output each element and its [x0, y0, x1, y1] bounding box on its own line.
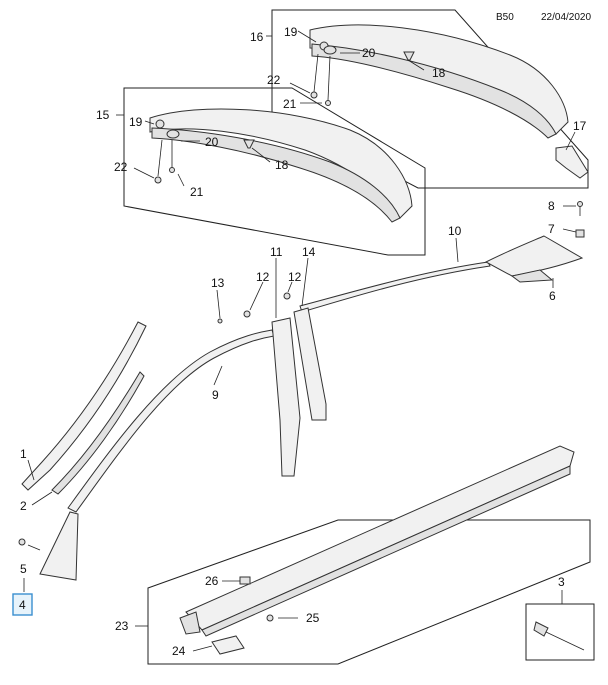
callout-19-upper[interactable]: 19: [284, 25, 298, 39]
diagram-date: 22/04/2020: [541, 12, 591, 23]
clip-12-right[interactable]: [283, 292, 291, 300]
callout-12-right[interactable]: 12: [288, 270, 302, 284]
corner-trim-4[interactable]: [39, 511, 79, 581]
callout-10[interactable]: 10: [448, 224, 462, 238]
spoiler-end-cap-17[interactable]: [555, 145, 589, 179]
callout-1[interactable]: 1: [20, 447, 27, 461]
callout-18-lower[interactable]: 18: [275, 158, 289, 172]
callout-25[interactable]: 25: [306, 611, 320, 625]
spoiler-box-15: [123, 87, 426, 256]
callout-24[interactable]: 24: [172, 644, 186, 658]
callout-11[interactable]: 11: [270, 245, 283, 259]
callout-19-lower[interactable]: 19: [129, 115, 143, 129]
roof-molding-10[interactable]: [299, 261, 491, 313]
nut-7[interactable]: [575, 229, 585, 238]
callout-12-left[interactable]: 12: [256, 270, 270, 284]
callout-5[interactable]: 5: [20, 562, 27, 576]
clip-18-lower[interactable]: [243, 139, 255, 149]
nut-22-lower[interactable]: [154, 176, 162, 184]
grommet-20-upper[interactable]: [323, 45, 337, 55]
screw-13[interactable]: [217, 318, 223, 324]
clip-26[interactable]: [239, 576, 251, 585]
callout-8[interactable]: 8: [548, 199, 555, 213]
callout-22-upper[interactable]: 22: [267, 73, 281, 87]
screw-21-lower[interactable]: [169, 167, 175, 173]
screw-5[interactable]: [18, 538, 26, 546]
molding-end-6[interactable]: [484, 235, 584, 283]
pillar-trim-14[interactable]: [293, 307, 327, 421]
callout-2[interactable]: 2: [20, 499, 27, 513]
pillar-trim-11[interactable]: [271, 317, 301, 477]
callout-13[interactable]: 13: [211, 276, 225, 290]
rivet-3[interactable]: [533, 621, 585, 651]
clip-25[interactable]: [266, 614, 274, 622]
a-pillar-trim-2[interactable]: [51, 371, 145, 495]
callout-21-upper[interactable]: 21: [283, 97, 297, 111]
callout-15[interactable]: 15: [96, 108, 110, 122]
callout-26[interactable]: 26: [205, 574, 219, 588]
clip-18-upper[interactable]: [403, 51, 415, 61]
clip-12-left[interactable]: [243, 310, 251, 318]
a-pillar-trim-1[interactable]: [21, 321, 147, 491]
sill-bracket-24[interactable]: [211, 635, 245, 655]
callout-3[interactable]: 3: [558, 575, 565, 589]
screw-8[interactable]: [577, 201, 583, 207]
callout-21-lower[interactable]: 21: [190, 185, 204, 199]
callout-17[interactable]: 17: [573, 119, 587, 133]
rear-spoiler-upper[interactable]: [309, 24, 569, 139]
sill-box-23: [147, 519, 591, 665]
callout-16[interactable]: 16: [250, 30, 264, 44]
callout-22-lower[interactable]: 22: [114, 160, 128, 174]
grommet-20-lower[interactable]: [166, 129, 180, 139]
callout-14[interactable]: 14: [302, 245, 316, 259]
callout-6[interactable]: 6: [549, 289, 556, 303]
callout-4[interactable]: 4: [19, 598, 26, 612]
callout-23[interactable]: 23: [115, 619, 129, 633]
callout-9[interactable]: 9: [212, 388, 219, 402]
callout-18-upper[interactable]: 18: [432, 66, 446, 80]
rocker-molding[interactable]: [179, 445, 575, 637]
rivet-box-3: [525, 603, 595, 661]
callout-20-upper[interactable]: 20: [362, 46, 376, 60]
callout-7[interactable]: 7: [548, 222, 555, 236]
front-molding-9[interactable]: [67, 329, 275, 513]
screw-19-lower[interactable]: [155, 119, 165, 129]
leader-lines: [23, 30, 577, 652]
diagram-code: B50: [496, 12, 514, 23]
nut-22-upper[interactable]: [310, 91, 318, 99]
callout-4-highlight[interactable]: [12, 593, 33, 616]
screw-21-upper[interactable]: [325, 100, 331, 106]
callout-20-lower[interactable]: 20: [205, 135, 219, 149]
